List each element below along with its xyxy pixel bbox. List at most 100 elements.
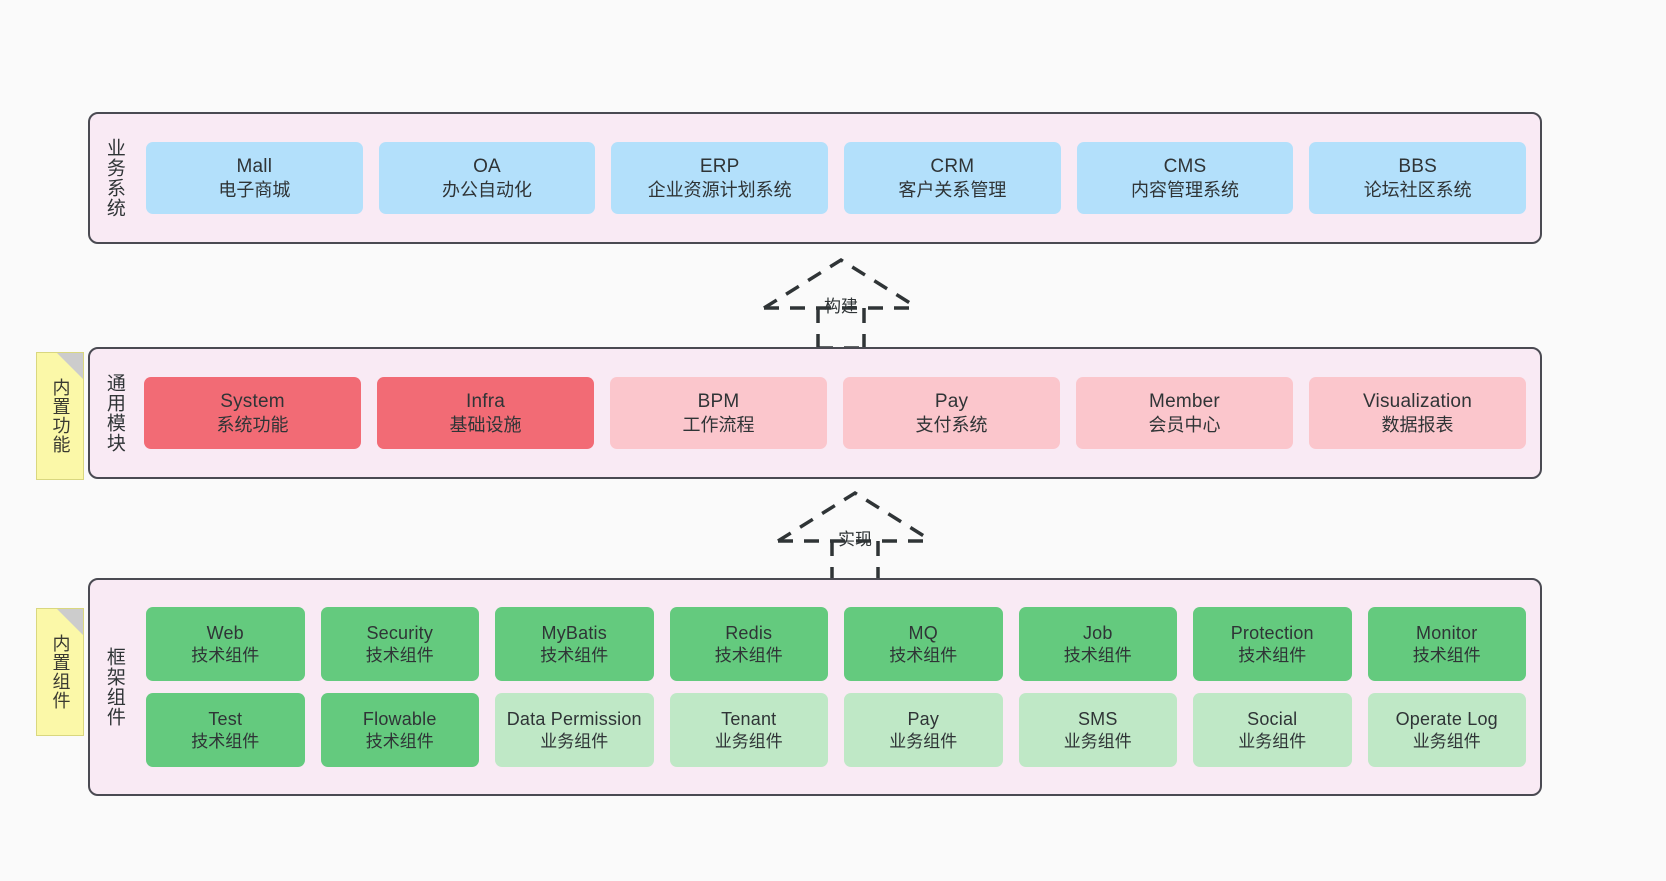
card-row: Mall 电子商城 OA 办公自动化 ERP 企业资源计划系统 CRM 客户关系…: [146, 142, 1527, 214]
card-test[interactable]: Test 技术组件: [146, 693, 305, 767]
arrow-realize: 实现: [770, 489, 940, 583]
layer-title-business-systems: 业务系统: [103, 138, 125, 218]
card-title-en: Social: [1247, 708, 1298, 729]
layer-business-systems: 业务系统 Mall 电子商城 OA 办公自动化 ERP 企业资源计划系统 CRM…: [88, 112, 1542, 244]
card-title-en: Tenant: [721, 708, 777, 729]
card-title-en: Job: [1082, 622, 1113, 643]
card-title-en: MyBatis: [541, 622, 607, 643]
card-title-en: Visualization: [1363, 390, 1472, 412]
card-title-en: Mall: [236, 155, 273, 177]
card-title-en: Operate Log: [1395, 708, 1498, 729]
card-title-cn: 业务组件: [540, 731, 609, 751]
arrow-realize-label: 实现: [838, 530, 872, 549]
card-title-cn: 支付系统: [915, 414, 988, 435]
card-job[interactable]: Job 技术组件: [1018, 607, 1177, 681]
card-title-cn: 技术组件: [714, 645, 783, 665]
card-title-en: Test: [208, 708, 243, 729]
card-title-cn: 系统功能: [216, 414, 289, 435]
card-mybatis[interactable]: MyBatis 技术组件: [495, 607, 654, 681]
card-title-en: Member: [1149, 390, 1220, 412]
card-title-cn: 技术组件: [365, 731, 434, 751]
card-title-cn: 工作流程: [682, 414, 755, 435]
card-title-en: Flowable: [362, 708, 437, 729]
card-flowable[interactable]: Flowable 技术组件: [320, 693, 479, 767]
layer-common-modules: 通用模块 System 系统功能 Infra 基础设施 BPM 工作流程 Pay…: [88, 347, 1542, 479]
card-title-cn: 电子商城: [218, 179, 291, 200]
card-sms[interactable]: SMS 业务组件: [1018, 693, 1177, 767]
card-bpm[interactable]: BPM 工作流程: [610, 377, 827, 449]
card-title-cn: 会员中心: [1148, 414, 1221, 435]
layer-title-common-modules: 通用模块: [103, 373, 125, 453]
card-title-en: Pay: [934, 390, 969, 412]
card-title-en: SMS: [1077, 708, 1118, 729]
card-erp[interactable]: ERP 企业资源计划系统: [611, 142, 829, 214]
card-title-en: CRM: [930, 155, 975, 177]
card-title-cn: 业务组件: [1063, 731, 1132, 751]
arrow-build: 构建: [756, 256, 926, 350]
card-title-en: Infra: [465, 390, 506, 412]
card-row: Test 技术组件 Flowable 技术组件 Data Permission …: [146, 693, 1526, 767]
card-cms[interactable]: CMS 内容管理系统: [1076, 142, 1294, 214]
card-title-en: BBS: [1398, 155, 1437, 177]
card-title-cn: 数据报表: [1381, 414, 1454, 435]
card-title-en: Data Permission: [506, 708, 642, 729]
card-infra[interactable]: Infra 基础设施: [377, 377, 594, 449]
layer-body-business-systems: Mall 电子商城 OA 办公自动化 ERP 企业资源计划系统 CRM 客户关系…: [138, 114, 1540, 242]
card-security[interactable]: Security 技术组件: [320, 607, 479, 681]
card-title-cn: 基础设施: [449, 414, 522, 435]
card-system[interactable]: System 系统功能: [144, 377, 361, 449]
card-title-cn: 技术组件: [365, 645, 434, 665]
card-title-cn: 技术组件: [1063, 645, 1132, 665]
card-redis[interactable]: Redis 技术组件: [669, 607, 828, 681]
card-title-cn: 企业资源计划系统: [647, 179, 792, 200]
card-social[interactable]: Social 业务组件: [1193, 693, 1352, 767]
card-title-cn: 技术组件: [540, 645, 609, 665]
card-title-en: Security: [366, 622, 434, 643]
sticky-note-builtin-features: 内置功能: [36, 352, 84, 480]
card-operate-log[interactable]: Operate Log 业务组件: [1367, 693, 1526, 767]
card-tenant[interactable]: Tenant 业务组件: [669, 693, 828, 767]
card-title-cn: 业务组件: [889, 731, 958, 751]
card-pay-module[interactable]: Pay 支付系统: [843, 377, 1060, 449]
sticky-note-builtin-components: 内置组件: [36, 608, 84, 736]
card-title-cn: 业务组件: [1412, 731, 1481, 751]
card-title-cn: 论坛社区系统: [1363, 179, 1472, 200]
card-monitor[interactable]: Monitor 技术组件: [1367, 607, 1526, 681]
arrow-build-label: 构建: [824, 297, 858, 316]
card-title-cn: 客户关系管理: [898, 179, 1007, 200]
card-title-cn: 技术组件: [191, 645, 260, 665]
card-crm[interactable]: CRM 客户关系管理: [844, 142, 1061, 214]
card-title-en: Web: [206, 622, 244, 643]
card-data-permission[interactable]: Data Permission 业务组件: [495, 693, 654, 767]
card-title-cn: 内容管理系统: [1131, 179, 1240, 200]
card-row: System 系统功能 Infra 基础设施 BPM 工作流程 Pay 支付系统…: [144, 377, 1526, 449]
card-title-cn: 技术组件: [1238, 645, 1307, 665]
card-mall[interactable]: Mall 电子商城: [146, 142, 363, 214]
card-title-cn: 技术组件: [191, 731, 260, 751]
layer-framework-components: 框架组件 Web 技术组件 Security 技术组件 MyBatis 技术组件…: [88, 578, 1542, 796]
card-mq[interactable]: MQ 技术组件: [844, 607, 1003, 681]
card-title-cn: 办公自动化: [442, 179, 532, 200]
card-title-en: Monitor: [1416, 622, 1478, 643]
card-member[interactable]: Member 会员中心: [1076, 377, 1293, 449]
card-protection[interactable]: Protection 技术组件: [1193, 607, 1352, 681]
card-row: Web 技术组件 Security 技术组件 MyBatis 技术组件 Redi…: [146, 607, 1526, 681]
card-title-cn: 业务组件: [1238, 731, 1307, 751]
card-web[interactable]: Web 技术组件: [146, 607, 305, 681]
card-bbs[interactable]: BBS 论坛社区系统: [1309, 142, 1527, 214]
layer-body-framework-components: Web 技术组件 Security 技术组件 MyBatis 技术组件 Redi…: [138, 580, 1540, 794]
card-title-en: OA: [473, 155, 501, 177]
card-pay-component[interactable]: Pay 业务组件: [844, 693, 1003, 767]
card-title-en: Pay: [907, 708, 940, 729]
layer-body-common-modules: System 系统功能 Infra 基础设施 BPM 工作流程 Pay 支付系统…: [138, 349, 1540, 477]
card-title-en: Redis: [725, 622, 773, 643]
card-title-cn: 技术组件: [1412, 645, 1481, 665]
card-title-en: CMS: [1163, 155, 1207, 177]
card-oa[interactable]: OA 办公自动化: [378, 142, 596, 214]
card-visualization[interactable]: Visualization 数据报表: [1309, 377, 1526, 449]
layer-title-framework-components: 框架组件: [103, 647, 125, 727]
card-title-en: Protection: [1230, 622, 1314, 643]
card-title-cn: 技术组件: [889, 645, 958, 665]
card-title-en: System: [220, 390, 285, 412]
